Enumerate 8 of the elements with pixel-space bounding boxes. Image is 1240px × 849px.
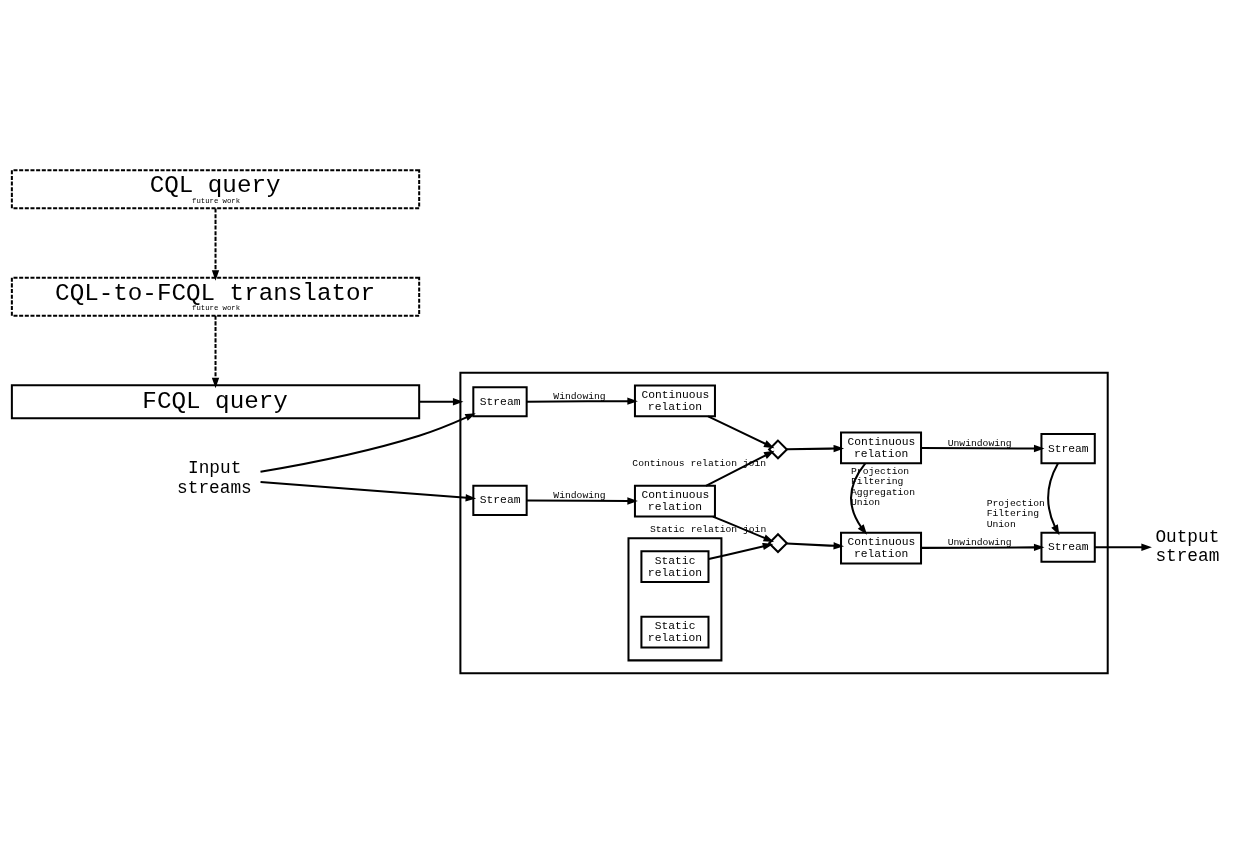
node-text: Input streams [177,457,252,498]
edge-label: Projection Filtering Union [986,497,1045,530]
edge-label: Unwindowing [947,536,1012,548]
node-text: Output stream [1155,526,1220,566]
edge-label: Windowing [553,390,606,402]
node-label: Static relation join [649,523,767,535]
edge-label: Windowing [553,489,606,501]
edge-label: Unwindowing [947,437,1012,449]
